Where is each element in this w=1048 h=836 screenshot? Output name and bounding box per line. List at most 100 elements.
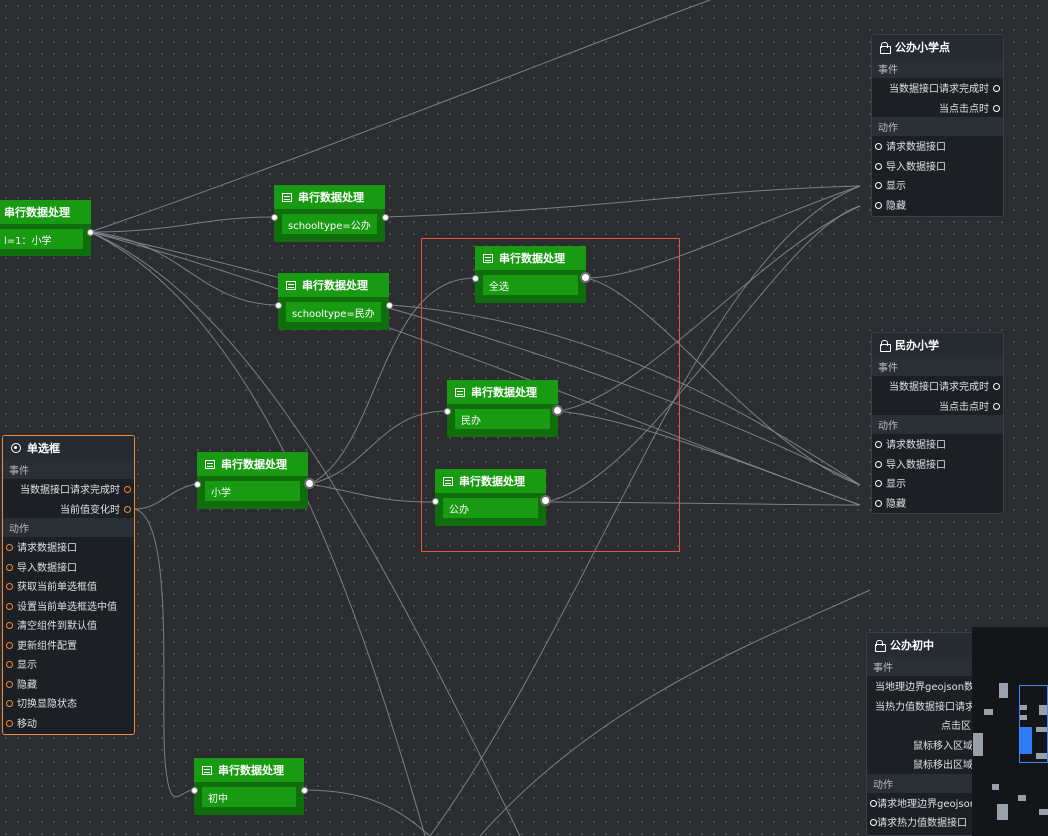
processor-title: 串行数据处理 bbox=[471, 386, 537, 399]
component-title: 单选框 bbox=[27, 442, 60, 455]
output-port[interactable] bbox=[386, 302, 393, 309]
processor-title: 串行数据处理 bbox=[459, 475, 525, 488]
action-item[interactable]: 显示 bbox=[872, 473, 1003, 493]
processor-node-chuzhong[interactable]: 串行数据处理 初中 bbox=[194, 758, 304, 815]
processor-field[interactable]: schooltype=民办 bbox=[286, 302, 381, 322]
component-header: 公办小学点 bbox=[872, 35, 1003, 59]
events-section-label: 事件 bbox=[867, 657, 1005, 676]
minimap-block bbox=[984, 709, 993, 715]
list-icon bbox=[202, 765, 212, 775]
list-icon bbox=[205, 459, 215, 469]
action-item[interactable]: 隐藏 bbox=[872, 493, 1003, 513]
events-section-label: 事件 bbox=[872, 59, 1003, 78]
input-port[interactable] bbox=[191, 787, 198, 794]
action-item[interactable]: 清空组件到默认值 bbox=[3, 615, 134, 635]
radio-component-node[interactable]: 单选框 事件 当数据接口请求完成时 当前值变化时 动作 请求数据接口 导入数据接… bbox=[2, 435, 135, 735]
processor-node-xiaoxue[interactable]: 串行数据处理 小学 bbox=[197, 452, 308, 509]
list-icon bbox=[483, 253, 493, 263]
minimap-viewport[interactable] bbox=[1019, 685, 1048, 763]
processor-node-minban[interactable]: 串行数据处理 schooltype=民办 bbox=[278, 273, 389, 330]
processor-header: 串行数据处理 bbox=[475, 246, 586, 270]
action-item[interactable]: 请求地理边界geojson bbox=[867, 793, 1005, 813]
action-item[interactable]: 导入数据接口 bbox=[872, 454, 1003, 474]
output-port[interactable] bbox=[552, 405, 563, 416]
action-item[interactable]: 导入数据接口 bbox=[3, 557, 134, 577]
processor-node-left[interactable]: 串行数据处理 l=1：小学 bbox=[0, 200, 91, 256]
event-item[interactable]: 当数据接口请求完成时 bbox=[872, 376, 1003, 396]
output-port[interactable] bbox=[580, 272, 591, 283]
minimap-block bbox=[1039, 705, 1048, 715]
radio-icon bbox=[11, 443, 21, 453]
processor-title: 串行数据处理 bbox=[221, 458, 287, 471]
minimap-block bbox=[1019, 705, 1027, 710]
action-item[interactable]: 导入数据接口 bbox=[872, 156, 1003, 176]
input-port[interactable] bbox=[271, 214, 278, 221]
processor-node-gongban2[interactable]: 串行数据处理 公办 bbox=[435, 469, 546, 526]
output-port[interactable] bbox=[382, 214, 389, 221]
event-item[interactable]: 当前值变化时 bbox=[3, 499, 134, 519]
action-item[interactable]: 显示 bbox=[3, 654, 134, 674]
minimap-block bbox=[1018, 795, 1026, 801]
input-port[interactable] bbox=[275, 302, 282, 309]
minimap[interactable] bbox=[972, 627, 1048, 836]
input-port[interactable] bbox=[432, 498, 439, 505]
event-item[interactable]: 当数据接口请求完成时 bbox=[3, 479, 134, 499]
processor-field[interactable]: 全选 bbox=[483, 275, 578, 295]
processor-title: 串行数据处理 bbox=[218, 764, 284, 777]
processor-node-gongban[interactable]: 串行数据处理 schooltype=公办 bbox=[274, 185, 385, 242]
action-item[interactable]: 显示 bbox=[872, 175, 1003, 195]
processor-field[interactable]: 民办 bbox=[455, 409, 550, 429]
processor-header: 串行数据处理 bbox=[194, 758, 304, 782]
processor-field[interactable]: 初中 bbox=[202, 787, 296, 807]
action-item[interactable]: 请求数据接口 bbox=[872, 434, 1003, 454]
selection-rectangle bbox=[421, 238, 680, 552]
list-icon bbox=[455, 387, 465, 397]
input-port[interactable] bbox=[472, 275, 479, 282]
processor-header: 串行数据处理 bbox=[435, 469, 546, 493]
action-item[interactable]: 隐藏 bbox=[872, 195, 1003, 215]
event-item[interactable]: 当点击点时 bbox=[872, 396, 1003, 416]
processor-field[interactable]: 小学 bbox=[205, 481, 300, 501]
minimap-highlight bbox=[1019, 727, 1032, 754]
lock-icon bbox=[880, 42, 891, 54]
output-port[interactable] bbox=[540, 495, 551, 506]
output-port[interactable] bbox=[304, 478, 315, 489]
output-port[interactable] bbox=[87, 229, 94, 236]
processor-header: 串行数据处理 bbox=[197, 452, 308, 476]
input-port[interactable] bbox=[444, 408, 451, 415]
processor-title: 串行数据处理 bbox=[4, 206, 70, 219]
action-item[interactable]: 请求数据接口 bbox=[3, 537, 134, 557]
processor-field[interactable]: 公办 bbox=[443, 498, 538, 518]
processor-field[interactable]: schooltype=公办 bbox=[282, 214, 377, 234]
events-section-label: 事件 bbox=[3, 460, 134, 479]
component-title: 民办小学 bbox=[895, 339, 939, 352]
gongban-xiaoxue-node[interactable]: 公办小学点 事件 当数据接口请求完成时 当点击点时 动作 请求数据接口 导入数据… bbox=[871, 34, 1004, 217]
input-port[interactable] bbox=[194, 481, 201, 488]
processor-node-minban2[interactable]: 串行数据处理 民办 bbox=[447, 380, 558, 437]
minban-xiaoxue-node[interactable]: 民办小学 事件 当数据接口请求完成时 当点击点时 动作 请求数据接口 导入数据接… bbox=[871, 332, 1004, 514]
action-item[interactable]: 设置当前单选框选中值 bbox=[3, 596, 134, 616]
actions-section-label: 动作 bbox=[867, 773, 1005, 793]
minimap-block bbox=[973, 733, 983, 756]
action-item[interactable]: 移动 bbox=[3, 713, 134, 733]
action-item[interactable]: 请求热力值数据接口 bbox=[867, 812, 1005, 832]
processor-field[interactable]: l=1：小学 bbox=[0, 229, 83, 249]
component-title: 公办小学点 bbox=[895, 41, 950, 54]
event-item[interactable]: 当数据接口请求完成时 bbox=[872, 78, 1003, 98]
action-item[interactable]: 获取当前单选框值 bbox=[3, 576, 134, 596]
minimap-block bbox=[997, 804, 1008, 820]
processor-header: 串行数据处理 bbox=[278, 273, 389, 297]
output-port[interactable] bbox=[301, 787, 308, 794]
component-title: 公办初中 bbox=[890, 639, 934, 652]
action-item[interactable]: 隐藏 bbox=[3, 674, 134, 694]
action-item[interactable]: 请求数据接口 bbox=[872, 136, 1003, 156]
processor-header: 串行数据处理 bbox=[0, 200, 91, 224]
action-item[interactable]: 更新组件配置 bbox=[3, 635, 134, 655]
processor-node-quanxuan[interactable]: 串行数据处理 全选 bbox=[475, 246, 586, 303]
lock-icon bbox=[880, 340, 891, 352]
action-item[interactable]: 切换显隐状态 bbox=[3, 693, 134, 713]
processor-title: 串行数据处理 bbox=[298, 191, 364, 204]
event-item[interactable]: 当点击点时 bbox=[872, 98, 1003, 118]
list-icon bbox=[286, 280, 296, 290]
